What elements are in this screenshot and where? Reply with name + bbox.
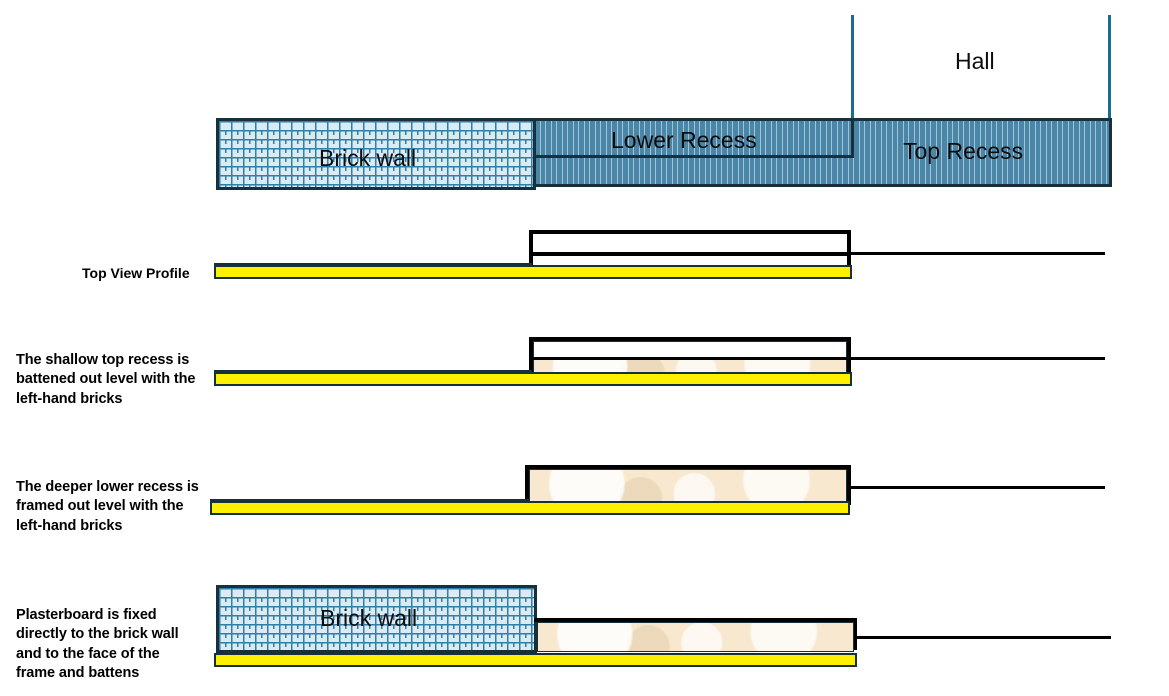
row4-plasterboard-strip xyxy=(210,501,850,515)
row5-plasterboard-strip xyxy=(214,653,857,667)
lower-recess-label: Lower Recess xyxy=(611,127,757,153)
row-label-deeper-lower-recess: The deeper lower recess is framed out le… xyxy=(16,478,226,536)
note-line-3: and to the face of the xyxy=(16,645,160,662)
row5-frame-right-wall xyxy=(853,618,857,650)
profile-recess-right-wall xyxy=(847,230,851,270)
row3-right-wall-face xyxy=(851,357,1105,360)
note-line-3: left-hand bricks xyxy=(16,517,123,534)
note-line-4: frame and battens xyxy=(16,664,140,681)
row5-right-wall-face xyxy=(857,636,1111,639)
row3-recess-top-edge xyxy=(529,337,851,341)
note-line-1: Plasterboard is fixed xyxy=(16,607,157,623)
profile-shallow-recess-line xyxy=(533,252,851,256)
row4-frame-right-wall xyxy=(847,465,851,505)
note-line-2: framed out level with the xyxy=(16,498,184,515)
brick-wall-section xyxy=(216,585,537,653)
profile-left-wall-face xyxy=(214,263,532,266)
note-line-1: The shallow top recess is xyxy=(16,352,190,368)
row5-framing-timber xyxy=(537,622,854,652)
brick-wall-plan-label: Brick wall xyxy=(319,145,417,171)
profile-plasterboard-strip xyxy=(214,265,852,279)
row4-frame-top-edge xyxy=(525,465,851,469)
note-line-2: directly to the brick wall xyxy=(16,626,179,643)
lower-recess-box xyxy=(532,118,854,158)
row-label-shallow-top-recess: The shallow top recess is battened out l… xyxy=(16,351,221,409)
hall-label: Hall xyxy=(955,48,995,74)
row4-left-wall-face xyxy=(210,499,530,502)
row4-right-wall-face xyxy=(851,486,1105,489)
row-label-plasterboard: Plasterboard is fixed directly to the br… xyxy=(16,606,216,683)
wall-return-line-right xyxy=(1108,15,1111,187)
brick-wall-section-label: Brick wall xyxy=(320,605,418,631)
row4-framing-timber xyxy=(529,469,847,505)
row3-batten-top-line xyxy=(533,357,851,360)
row-label-top-view-profile: Top View Profile xyxy=(82,265,190,281)
note-line-2: battened out level with the xyxy=(16,371,196,388)
top-recess-label: Top Recess xyxy=(903,138,1024,164)
note-line-1: The deeper lower recess is xyxy=(16,479,199,495)
row3-left-wall-face xyxy=(214,370,532,373)
note-line-3: left-hand bricks xyxy=(16,390,123,407)
profile-recess-top-edge xyxy=(529,230,851,234)
profile-right-wall-face xyxy=(851,252,1105,255)
row3-recess-left-wall xyxy=(529,337,533,377)
row4-frame-left-wall xyxy=(525,465,529,505)
row3-plasterboard-strip xyxy=(214,372,852,386)
row5-frame-top-edge xyxy=(534,618,857,622)
wall-return-line-left xyxy=(851,15,854,158)
brick-wall-plan xyxy=(216,118,536,190)
profile-recess-left-wall xyxy=(529,230,533,270)
